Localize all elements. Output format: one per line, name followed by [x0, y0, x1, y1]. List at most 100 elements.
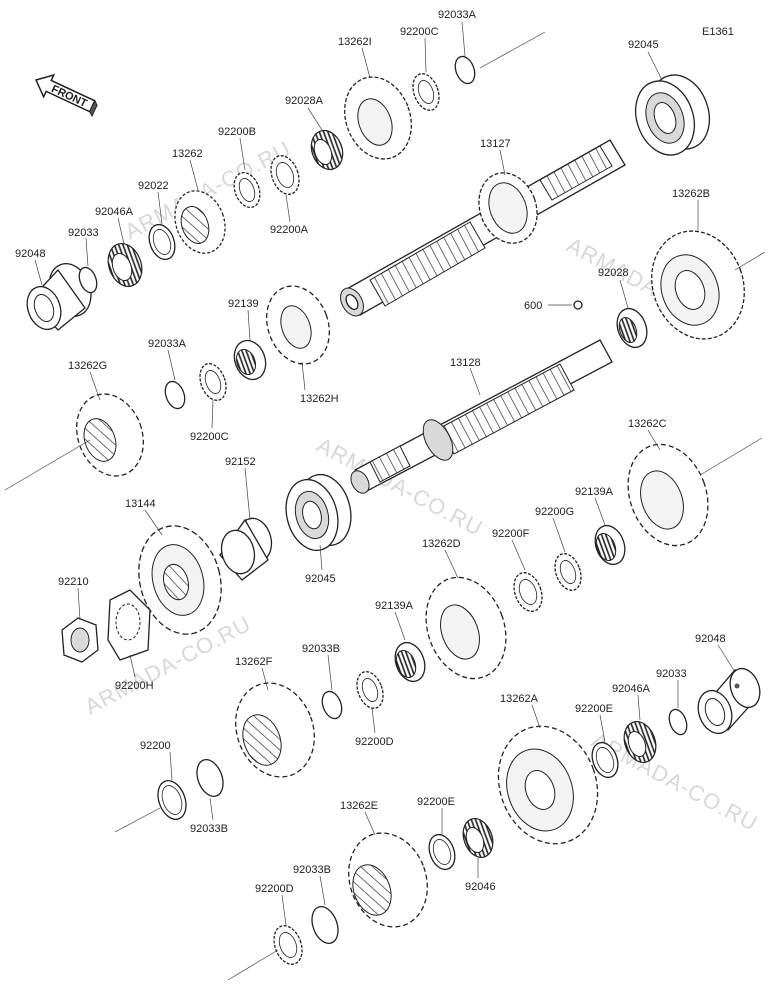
- leader-lines: [34, 21, 736, 926]
- label-92045-mid: 92045: [305, 573, 336, 585]
- circlip-92033B-left: [196, 759, 224, 797]
- gear-13262I: [344, 76, 412, 160]
- label-92033B-left: 92033B: [190, 823, 228, 835]
- label-92200E-bottom: 92200E: [417, 796, 455, 808]
- washer-92200-bottom: [157, 780, 187, 820]
- watermark-5: ARMADA-CO.RU: [588, 727, 763, 836]
- gear-13262A: [497, 725, 599, 845]
- label-92200B: 92200B: [218, 126, 256, 138]
- gear-13262C: [627, 443, 709, 547]
- washer-92200G: [554, 553, 582, 591]
- label-13127: 13127: [480, 138, 511, 150]
- label-13262H: 13262H: [300, 393, 339, 405]
- label-92033A-top: 92033A: [438, 9, 477, 21]
- washer-92200B: [233, 171, 261, 209]
- label-13262C: 13262C: [628, 418, 667, 430]
- label-13262D: 13262D: [422, 538, 461, 550]
- collar-92048-right: [697, 667, 761, 735]
- label-13144: 13144: [125, 498, 156, 510]
- label-600: 600: [524, 300, 542, 312]
- label-92139: 92139: [228, 298, 259, 310]
- gear-13262E: [348, 832, 428, 928]
- label-92046A-right: 92046A: [612, 683, 651, 695]
- needle-bearing-92046A-left: [107, 243, 143, 287]
- circlip-92033-left: [78, 266, 98, 294]
- circlip-92033-right: [668, 708, 688, 736]
- ball-600: [573, 300, 583, 310]
- washer-92200E-bottom: [428, 833, 456, 871]
- label-92200H: 92200H: [115, 680, 154, 692]
- label-92200C-top: 92200C: [400, 26, 439, 38]
- label-92046: 92046: [465, 881, 496, 893]
- label-92033A-mid: 92033A: [148, 338, 187, 350]
- nut-92210: [61, 617, 99, 663]
- ball-bearing-92045-mid: [285, 473, 352, 552]
- circlip-92033B-top: [321, 690, 343, 720]
- label-13262G: 13262G: [68, 360, 107, 372]
- label-92048-right: 92048: [695, 633, 726, 645]
- circlip-92033A-top: [454, 55, 476, 85]
- gear-13262B: [651, 230, 745, 340]
- part-labels: 92033A 92045 13262I 92200C 92028A 92200B…: [15, 9, 726, 895]
- lock-washer-92200H: [107, 589, 151, 661]
- label-92045-top: 92045: [628, 39, 659, 51]
- front-label: FRONT: [49, 83, 89, 110]
- ball-bearing-92045-top: [635, 74, 710, 156]
- label-92028A: 92028A: [285, 95, 324, 107]
- gear-13262H: [266, 285, 330, 365]
- diagram-code: E1361: [702, 26, 734, 38]
- label-13128: 13128: [450, 357, 481, 369]
- label-92152: 92152: [225, 456, 256, 468]
- needle-bearing-92139A-mid: [394, 641, 426, 683]
- washer-92200E-right: [591, 741, 619, 779]
- label-13262F: 13262F: [235, 656, 273, 668]
- label-92200C-mid: 92200C: [190, 431, 229, 443]
- label-92048-left: 92048: [15, 248, 46, 260]
- gear-13262F: [235, 682, 315, 778]
- label-13262E: 13262E: [340, 800, 378, 812]
- label-92200E-right: 92200E: [575, 703, 613, 715]
- label-92139A-mid: 92139A: [375, 600, 414, 612]
- needle-bearing-92028A: [310, 129, 344, 171]
- label-13262A: 13262A: [500, 693, 539, 705]
- label-92200G: 92200G: [535, 506, 574, 518]
- washer-92200A: [270, 155, 300, 195]
- circlip-92033B-bottom: [311, 906, 339, 944]
- needle-bearing-92046A-right: [623, 721, 657, 763]
- washer-92200D-mid: [356, 671, 384, 709]
- label-92200-bottom: 92200: [140, 740, 171, 752]
- washer-92022: [148, 223, 176, 261]
- gear-on-shaft-13127: [478, 172, 538, 244]
- needle-bearing-92139: [233, 339, 267, 381]
- washer-92200C-mid: [199, 363, 227, 401]
- label-92200D-mid: 92200D: [355, 736, 394, 748]
- label-92028: 92028: [598, 267, 629, 279]
- label-92033-right: 92033: [656, 668, 687, 680]
- axis-lines: [4, 31, 766, 981]
- washer-92200C-top: [412, 73, 440, 111]
- circlip-92033A-mid: [164, 380, 186, 410]
- washer-92200D-bottom: [273, 925, 303, 965]
- gear-13262: [174, 190, 226, 254]
- collar-92152: [219, 517, 273, 581]
- label-92200F: 92200F: [492, 528, 530, 540]
- label-92033B-bottom: 92033B: [293, 864, 331, 876]
- gear-13262D: [425, 576, 507, 680]
- label-92033-left: 92033: [68, 227, 99, 239]
- label-92200D-bottom: 92200D: [255, 883, 294, 895]
- label-92022: 92022: [138, 180, 169, 192]
- needle-bearing-92046: [462, 818, 494, 858]
- label-92033B-top: 92033B: [302, 643, 340, 655]
- drive-shaft-13127: [340, 139, 626, 317]
- needle-bearing-92028: [616, 307, 648, 349]
- gear-13262G: [76, 393, 144, 477]
- sprocket-13144: [138, 525, 222, 635]
- label-13262I: 13262I: [338, 36, 372, 48]
- label-92046A-left: 92046A: [95, 206, 134, 218]
- front-arrow-icon: FRONT: [34, 73, 98, 118]
- label-13262: 13262: [172, 148, 203, 160]
- label-13262B: 13262B: [672, 188, 710, 200]
- label-92200A: 92200A: [270, 224, 309, 236]
- washer-92200F: [513, 572, 543, 612]
